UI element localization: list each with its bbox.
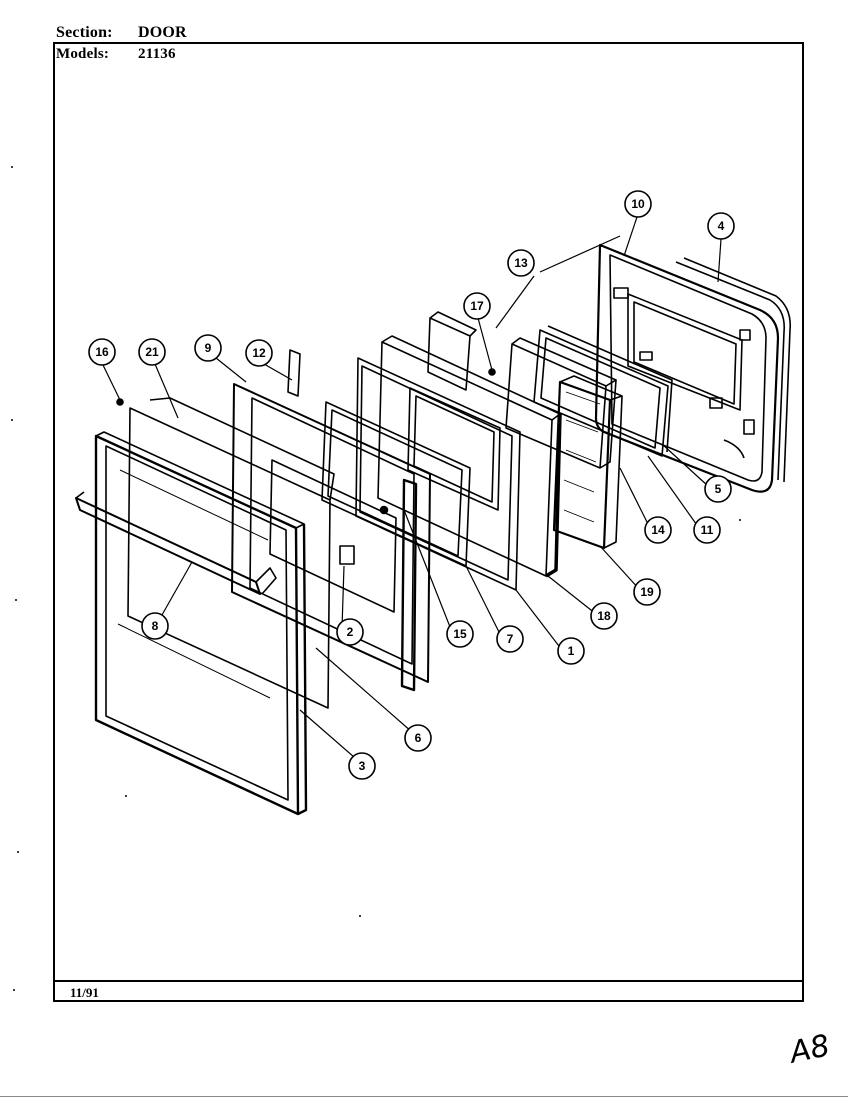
window-frame bbox=[116, 349, 496, 692]
callout-bubbles: 16 21 9 12 17 13 10 4 5 11 14 19 18 1 7 … bbox=[88, 190, 735, 780]
callout-12: 12 bbox=[245, 339, 273, 367]
callout-17: 17 bbox=[463, 292, 491, 320]
callout-6: 6 bbox=[404, 724, 432, 752]
svg-text:11: 11 bbox=[701, 523, 714, 537]
section-label: Section: bbox=[56, 24, 113, 41]
svg-text:8: 8 bbox=[152, 619, 159, 633]
callout-5: 5 bbox=[704, 475, 732, 503]
svg-text:19: 19 bbox=[640, 585, 654, 599]
footer-date: 11/91 bbox=[70, 985, 99, 1000]
svg-text:16: 16 bbox=[95, 345, 109, 359]
outer-door-frame bbox=[94, 431, 308, 816]
callout-9: 9 bbox=[194, 334, 222, 362]
models-value: 21136 bbox=[138, 46, 176, 62]
callout-4: 4 bbox=[707, 212, 735, 240]
diagram-frame bbox=[53, 42, 804, 1002]
callout-11: 11 bbox=[693, 516, 721, 544]
callout-13: 13 bbox=[507, 249, 535, 277]
callout-15: 15 bbox=[446, 620, 474, 648]
inner-glass-panel bbox=[127, 397, 335, 709]
callout-7: 7 bbox=[496, 625, 524, 653]
footer-divider bbox=[55, 980, 802, 982]
page-bottom-rule bbox=[0, 1096, 848, 1097]
svg-text:7: 7 bbox=[507, 632, 514, 646]
callout-19: 19 bbox=[633, 578, 661, 606]
svg-text:2: 2 bbox=[347, 625, 354, 639]
svg-text:10: 10 bbox=[631, 197, 645, 211]
callout-2: 2 bbox=[336, 618, 364, 646]
svg-text:15: 15 bbox=[453, 627, 467, 641]
section-line: Section: DOOR bbox=[56, 24, 187, 42]
svg-text:14: 14 bbox=[651, 523, 665, 537]
svg-text:3: 3 bbox=[359, 759, 366, 773]
inner-door-panel bbox=[377, 335, 562, 578]
svg-text:4: 4 bbox=[718, 219, 725, 233]
models-label: Models: bbox=[56, 46, 110, 62]
svg-text:6: 6 bbox=[415, 731, 422, 745]
callout-10: 10 bbox=[624, 190, 652, 218]
callout-21: 21 bbox=[138, 338, 166, 366]
rear-door-panel bbox=[594, 243, 792, 493]
callout-3: 3 bbox=[348, 752, 376, 780]
svg-text:9: 9 bbox=[205, 341, 212, 355]
svg-text:18: 18 bbox=[597, 609, 611, 623]
door-liner bbox=[321, 311, 521, 591]
scan-specks bbox=[11, 166, 741, 991]
models-line: Models: 21136 bbox=[56, 46, 176, 63]
gasket-assembly bbox=[533, 325, 673, 457]
insulation-pack bbox=[505, 337, 623, 550]
svg-text:21: 21 bbox=[145, 345, 159, 359]
svg-text:1: 1 bbox=[568, 644, 575, 658]
callout-8: 8 bbox=[141, 612, 169, 640]
svg-text:12: 12 bbox=[252, 346, 266, 360]
svg-text:5: 5 bbox=[715, 482, 722, 496]
callout-16: 16 bbox=[88, 338, 116, 366]
callout-14: 14 bbox=[644, 516, 672, 544]
callout-18: 18 bbox=[590, 602, 618, 630]
svg-text:17: 17 bbox=[470, 299, 484, 313]
leader-lines bbox=[102, 216, 722, 765]
svg-text:13: 13 bbox=[514, 256, 528, 270]
section-value: DOOR bbox=[138, 24, 187, 41]
callout-1: 1 bbox=[557, 637, 585, 665]
door-handle bbox=[75, 491, 277, 595]
